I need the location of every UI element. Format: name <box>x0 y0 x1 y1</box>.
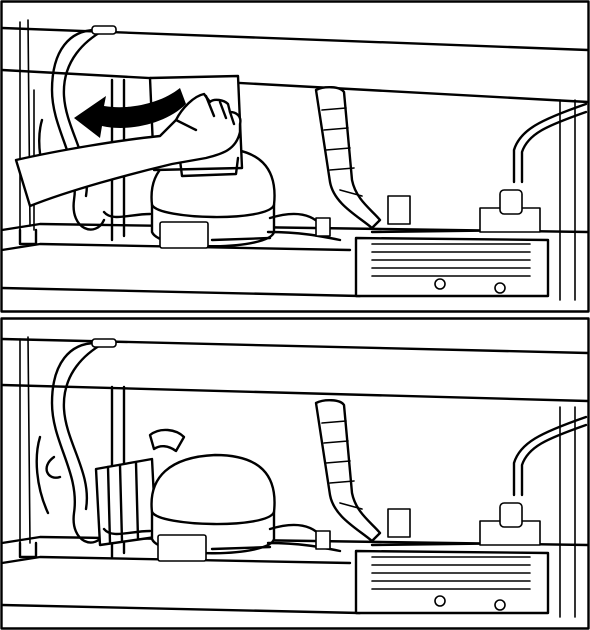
right-tube <box>512 102 588 184</box>
insulated-line <box>314 86 382 230</box>
panel-before <box>0 0 590 313</box>
tubing <box>102 210 342 242</box>
panel-after-drawing <box>0 317 590 630</box>
hand-icon <box>14 92 242 208</box>
panel-frame <box>0 0 590 313</box>
cabinet-housing <box>0 336 590 618</box>
tubing <box>102 523 342 553</box>
insulated-line <box>314 399 382 543</box>
right-tube <box>512 415 588 497</box>
relay-installed-icon <box>94 428 186 547</box>
panel-after <box>0 317 590 630</box>
compressor <box>150 453 276 562</box>
panel-before-drawing <box>0 0 590 313</box>
condenser-tray <box>354 502 550 615</box>
panel-frame <box>0 317 590 630</box>
condenser-tray <box>354 189 550 298</box>
drain-tube <box>35 338 117 544</box>
curved-arrow-icon <box>74 88 186 138</box>
